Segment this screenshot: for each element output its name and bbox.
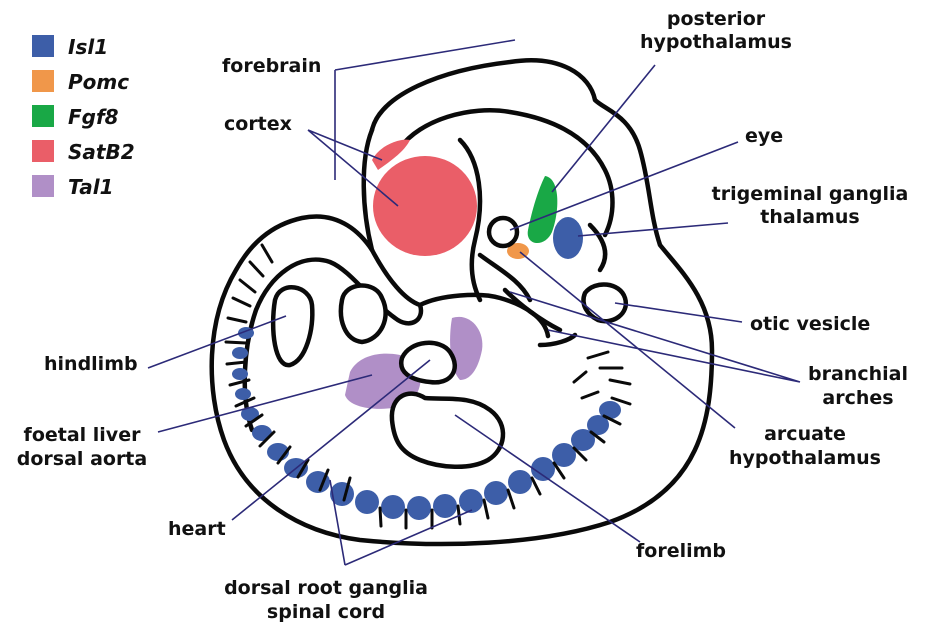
label-branchial-line2: arches <box>822 387 893 409</box>
label-arcuate-line1: arcuate <box>764 423 846 445</box>
segment-line <box>610 380 630 384</box>
leader-liver <box>158 375 372 432</box>
legend-label-tal1: Tal1 <box>68 175 114 199</box>
label-forebrain: forebrain <box>222 55 321 77</box>
somite <box>459 489 483 513</box>
satb2-forebrain-domain <box>373 156 477 256</box>
legend-swatch-satb2 <box>32 140 54 162</box>
mouth-line <box>480 255 530 300</box>
eye-structure <box>489 218 517 246</box>
label-posterior-hypothalamus-line1: posterior <box>667 8 766 30</box>
legend-label-satb2: SatB2 <box>68 140 135 164</box>
segment-line <box>532 478 540 494</box>
leader-otic <box>615 303 742 322</box>
segment-line <box>574 372 586 382</box>
legend-label-fgf8: Fgf8 <box>68 105 119 129</box>
neck-fold <box>590 225 605 270</box>
segment-line <box>588 352 608 358</box>
leader-branchial <box>510 292 800 382</box>
fgf8-domain <box>528 176 558 243</box>
somite <box>599 401 621 419</box>
legend-swatch-tal1 <box>32 175 54 197</box>
somite <box>433 494 457 518</box>
forelimb-structure <box>392 394 503 467</box>
otic-vesicle-structure <box>583 284 625 321</box>
somite <box>232 347 248 359</box>
label-trigeminal-line1: trigeminal ganglia <box>712 183 909 205</box>
segment-line <box>240 280 255 292</box>
legend-label-isl1: Isl1 <box>68 35 108 59</box>
label-liver-line1: foetal liver <box>24 424 142 446</box>
segment-line <box>226 342 246 343</box>
arch-fold-2 <box>540 335 575 345</box>
label-eye: eye <box>745 125 783 147</box>
heart-structure <box>341 285 386 342</box>
legend-swatch-pomc <box>32 70 54 92</box>
segment-line <box>227 362 246 364</box>
somite <box>484 481 508 505</box>
label-forelimb: forelimb <box>636 540 726 562</box>
legend-label-pomc: Pomc <box>68 70 129 94</box>
segment-line <box>228 318 246 322</box>
label-branchial-line1: branchial <box>808 363 908 385</box>
segment-line <box>250 262 263 276</box>
label-liver-line2: dorsal aorta <box>17 448 147 470</box>
segment-line <box>233 298 250 306</box>
leader-forelimb <box>455 415 640 542</box>
label-posterior-hypothalamus-line2: hypothalamus <box>640 31 792 53</box>
segment-line <box>508 490 514 508</box>
leader-cortex <box>308 130 398 206</box>
segment-line <box>484 500 488 518</box>
somite <box>355 490 379 514</box>
label-spinal-line2: spinal cord <box>267 601 385 623</box>
legend: Isl1 Pomc Fgf8 SatB2 Tal1 <box>32 35 135 199</box>
legend-swatch-fgf8 <box>32 105 54 127</box>
labels: forebrain cortex posterior hypothalamus … <box>17 8 909 623</box>
segment-line <box>582 392 598 398</box>
somite <box>381 495 405 519</box>
segment-line <box>380 508 381 526</box>
isl1-trigeminal-domain <box>553 217 583 259</box>
somite <box>407 496 431 520</box>
segment-line <box>262 245 272 262</box>
somite <box>232 368 248 380</box>
label-otic-vesicle: otic vesicle <box>750 313 870 335</box>
somite <box>235 388 251 400</box>
label-hindlimb: hindlimb <box>44 353 138 375</box>
legend-swatch-isl1 <box>32 35 54 57</box>
label-spinal-line1: dorsal root ganglia <box>224 577 428 599</box>
arch-fold-1 <box>505 290 560 330</box>
forehead-ridge <box>364 130 372 250</box>
label-cortex: cortex <box>224 113 292 135</box>
label-arcuate-line2: hypothalamus <box>729 447 881 469</box>
label-heart: heart <box>168 518 226 540</box>
hindlimb-structure <box>273 287 312 365</box>
label-trigeminal-line2: thalamus <box>760 206 859 228</box>
somite <box>508 470 532 494</box>
